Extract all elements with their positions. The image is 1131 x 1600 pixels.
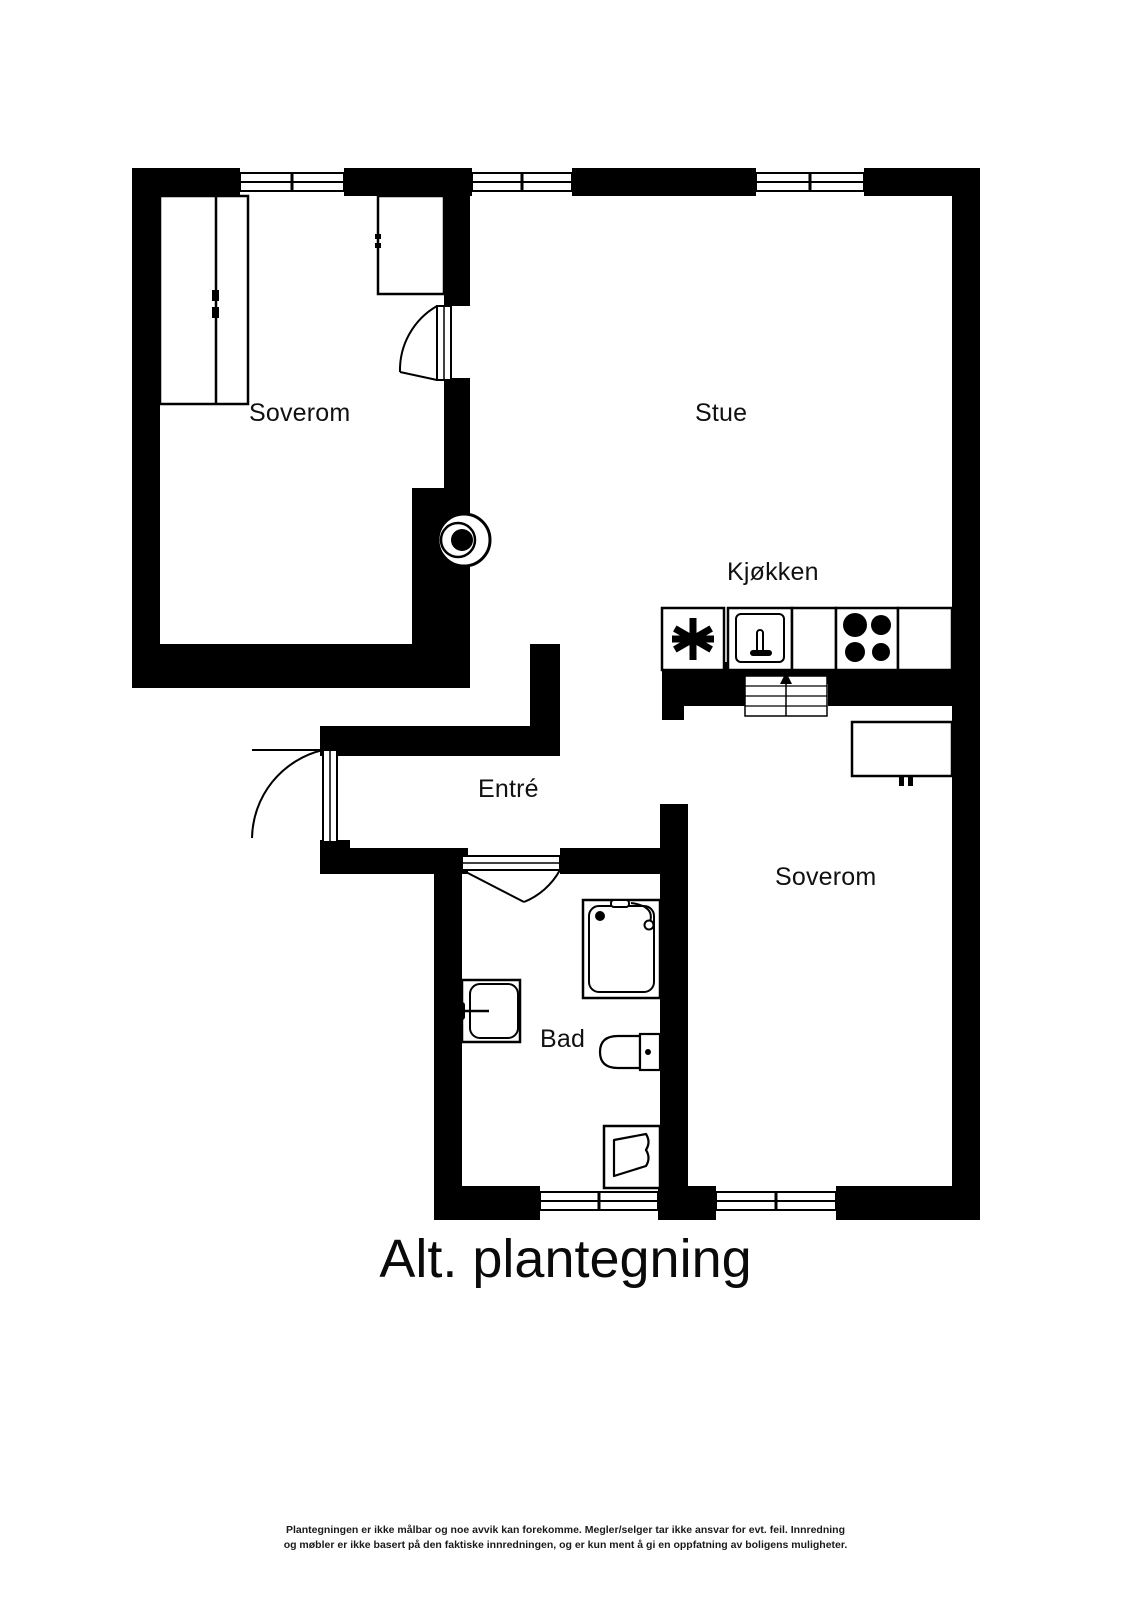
wall-interior-bedroom1-bottom (132, 644, 470, 688)
kitchen-counter-segment (790, 606, 838, 672)
wall-bottom-mid (658, 1186, 716, 1220)
wall-interior-bath-top-right (560, 848, 672, 874)
room-label-soverom-1: Soverom (249, 399, 351, 427)
disclaimer-line-1: Plantegningen er ikke målbar og noe avvi… (285, 1524, 846, 1536)
walls-group (132, 168, 980, 1220)
door-bedroom1 (398, 305, 452, 381)
disclaimer-text: Plantegningen er ikke målbar og noe avvi… (0, 1523, 1131, 1553)
wall-kitchen-counter-foot (662, 662, 684, 720)
wall-interior-bedroom1-stue-lower (444, 378, 470, 488)
wall-bottom-right (836, 1186, 980, 1220)
door-entrance (251, 749, 338, 843)
room-label-entre: Entré (478, 775, 539, 803)
wood-stove-icon (436, 512, 492, 568)
washing-machine-icon (602, 1124, 662, 1190)
wall-bottom-bath-left (434, 1186, 540, 1220)
shower-icon (581, 898, 662, 1000)
wall-exterior-right (952, 168, 980, 1220)
wall-interior-bath-right (660, 804, 688, 1208)
wall-interior-bath-top-left (434, 848, 462, 870)
cooktop-icon (834, 606, 900, 672)
fixtures-group (158, 194, 954, 1190)
window-bottom-2 (715, 1191, 837, 1211)
wall-interior-bedroom1-stue-upper (444, 168, 470, 306)
wall-exterior-top-mid2 (572, 168, 756, 196)
wall-interior-entre-left-upper (320, 726, 350, 750)
room-label-soverom-2: Soverom (775, 863, 877, 891)
wall-interior-bath-left (434, 848, 462, 1208)
kitchen-sink-icon (726, 606, 794, 672)
wall-exterior-left (132, 168, 160, 688)
disclaimer-line-2: og møbler er ikke basert på den faktiske… (283, 1539, 848, 1551)
door-bathroom (461, 855, 561, 903)
wall-exterior-top-left (132, 168, 240, 196)
room-label-bad: Bad (540, 1025, 586, 1053)
windows-group (239, 172, 865, 1211)
window-top-3 (755, 172, 865, 192)
closet-icon (375, 194, 446, 296)
doors-group (251, 305, 561, 903)
extractor-fan-icon (660, 606, 726, 672)
window-top-2 (471, 172, 573, 192)
wall-interior-entre-top (320, 726, 560, 756)
window-top-1 (239, 172, 345, 192)
wash-basin-icon (458, 978, 522, 1044)
wardrobe-icon (158, 194, 250, 406)
room-label-stue: Stue (695, 399, 748, 427)
window-bottom-1 (539, 1191, 659, 1211)
bed-icon (850, 720, 954, 786)
radiator-icon (744, 672, 828, 717)
room-label-kjokken: Kjøkken (727, 558, 819, 586)
toilet-icon (598, 1032, 662, 1072)
kitchen-counter-end (896, 606, 954, 672)
plan-title: Alt. plantegning (379, 1229, 752, 1289)
